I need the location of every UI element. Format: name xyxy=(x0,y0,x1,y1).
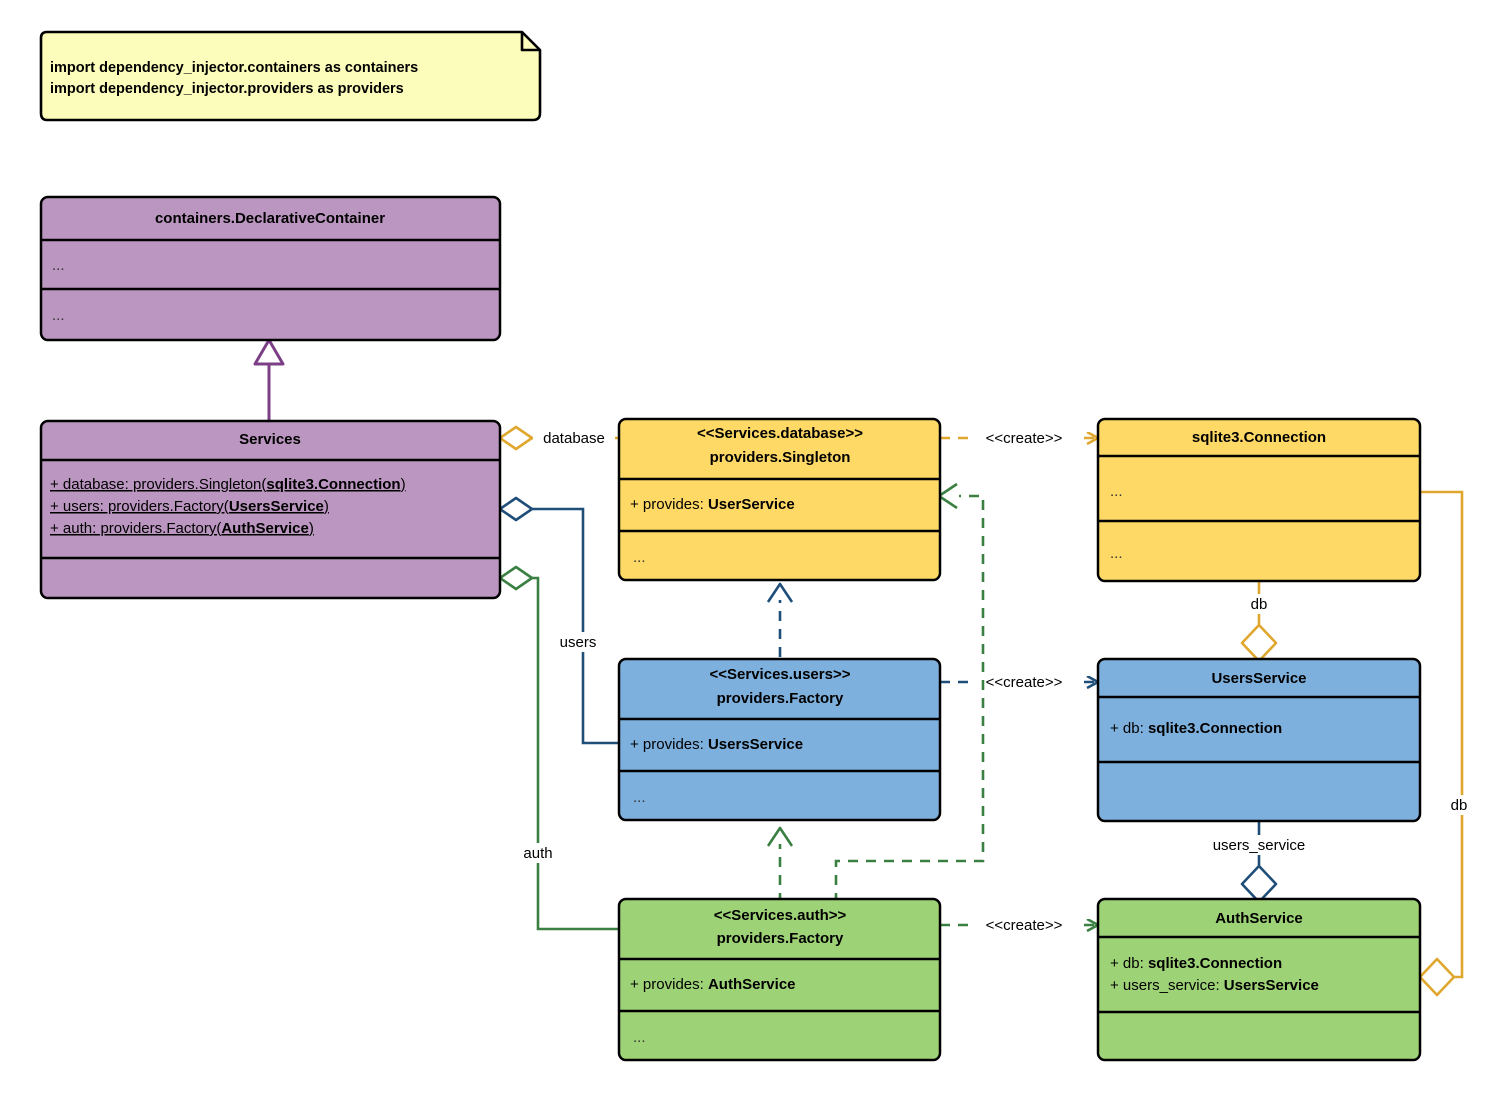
edge-label-database: database xyxy=(543,430,605,447)
class-box-services[interactable]: Services + database: providers.Singleton… xyxy=(39,419,502,600)
edge-create-users: <<create>> xyxy=(940,672,1097,692)
class-method-services-database-0: ... xyxy=(633,549,646,566)
edge-create-auth: <<create>> xyxy=(940,915,1097,935)
class-title-users-service: UsersService xyxy=(1211,670,1306,687)
class-attr-services-2: + auth: providers.Factory(AuthService) xyxy=(50,520,314,537)
class-attr-services-1: + users: providers.Factory(UsersService) xyxy=(50,498,329,515)
edge-label-create-users: <<create>> xyxy=(986,674,1063,691)
edge-label-db-usersservice: db xyxy=(1251,596,1268,613)
class-attr-services-database-0: + provides: UserService xyxy=(630,496,795,513)
class-title-services-users: providers.Factory xyxy=(717,690,844,707)
edge-composition-db-authservice: db xyxy=(1418,490,1476,997)
class-attr-declarative-container-0: ... xyxy=(52,257,65,274)
edge-aggregation-database: database xyxy=(498,425,619,451)
class-title-services-database: providers.Singleton xyxy=(710,449,851,466)
class-title-declarative-container: containers.DeclarativeContainer xyxy=(155,210,385,227)
edge-dependency-auth-to-users xyxy=(766,826,794,903)
class-box-services-database[interactable]: <<Services.database>> providers.Singleto… xyxy=(617,417,942,582)
class-title-services-auth: providers.Factory xyxy=(717,930,844,947)
class-attr-services-users-0: + provides: UsersService xyxy=(630,736,803,753)
edge-label-create-auth: <<create>> xyxy=(986,917,1063,934)
class-box-services-auth[interactable]: <<Services.auth>> providers.Factory + pr… xyxy=(617,897,942,1062)
note-line-1: import dependency_injector.containers as… xyxy=(50,60,418,76)
class-title-services: Services xyxy=(239,431,301,448)
class-method-sqlite3-connection-0: ... xyxy=(1110,545,1123,562)
class-title-sqlite3-connection: sqlite3.Connection xyxy=(1192,429,1326,446)
edge-label-create-database: <<create>> xyxy=(986,430,1063,447)
edge-aggregation-users: users xyxy=(498,496,619,745)
class-attr-users-service-0: + db: sqlite3.Connection xyxy=(1110,720,1282,737)
class-attr-sqlite3-connection-0: ... xyxy=(1110,483,1123,500)
class-attr-auth-service-0: + db: sqlite3.Connection xyxy=(1110,955,1282,972)
class-stereotype-services-database: <<Services.database>> xyxy=(697,425,863,442)
edge-label-db-authservice: db xyxy=(1451,797,1468,814)
class-title-auth-service: AuthService xyxy=(1215,910,1303,927)
edge-composition-usersservice-authservice: users_service xyxy=(1194,821,1324,904)
note-line-2: import dependency_injector.providers as … xyxy=(50,81,404,97)
edge-label-users-service: users_service xyxy=(1213,837,1306,854)
edge-dependency-users-to-database xyxy=(766,582,794,657)
import-note: import dependency_injector.containers as… xyxy=(39,30,542,122)
class-method-services-auth-0: ... xyxy=(633,1029,646,1046)
edge-label-auth: auth xyxy=(523,845,552,862)
class-attr-services-auth-0: + provides: AuthService xyxy=(630,976,796,993)
class-stereotype-services-auth: <<Services.auth>> xyxy=(714,907,847,924)
class-stereotype-services-users: <<Services.users>> xyxy=(710,666,851,683)
class-method-services-users-0: ... xyxy=(633,789,646,806)
class-box-services-users[interactable]: <<Services.users>> providers.Factory + p… xyxy=(617,657,942,822)
edge-composition-db-usersservice: db xyxy=(1240,581,1280,663)
class-attr-auth-service-1: + users_service: UsersService xyxy=(1110,977,1319,994)
class-box-users-service[interactable]: UsersService + db: sqlite3.Connection xyxy=(1096,657,1422,823)
class-box-auth-service[interactable]: AuthService + db: sqlite3.Connection + u… xyxy=(1096,897,1422,1062)
edge-aggregation-auth: auth xyxy=(498,565,619,931)
class-box-sqlite3-connection[interactable]: sqlite3.Connection ... ... xyxy=(1096,417,1422,583)
edge-inheritance-services-declarativecontainer xyxy=(253,338,285,421)
class-box-declarative-container[interactable]: containers.DeclarativeContainer ... ... xyxy=(39,195,502,342)
class-method-declarative-container-0: ... xyxy=(52,307,65,324)
edge-create-database: <<create>> xyxy=(940,428,1097,448)
class-attr-services-0: + database: providers.Singleton(sqlite3.… xyxy=(50,476,406,493)
edge-label-users: users xyxy=(560,634,597,651)
